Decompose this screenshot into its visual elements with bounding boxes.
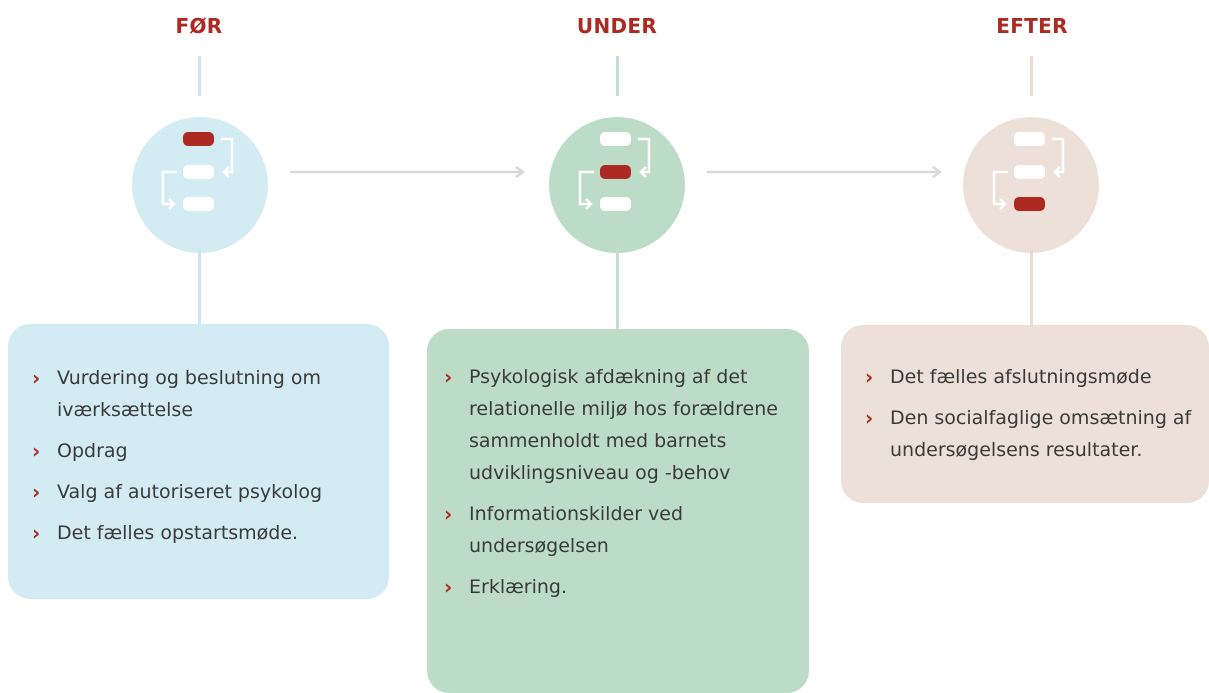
stage-during-card: › Psykologisk afdækning af det relationel… xyxy=(427,329,809,693)
stage-after-card: › Det fælles afslutningsmøde › Den socialf… xyxy=(841,325,1209,503)
chevron-right-icon: › xyxy=(32,521,41,545)
chevron-right-icon: › xyxy=(444,575,453,599)
chevron-right-icon: › xyxy=(32,366,41,390)
chevron-right-icon: › xyxy=(32,439,41,463)
list-item: › Det fælles afslutningsmøde xyxy=(865,361,1203,393)
chevron-right-icon: › xyxy=(32,480,41,504)
chevron-right-icon: › xyxy=(865,365,874,389)
stage-before-bottom-line xyxy=(198,247,201,324)
chevron-right-icon: › xyxy=(865,406,874,430)
list-item-text: Psykologisk afdækning af det relationell… xyxy=(469,366,778,484)
chevron-right-icon: › xyxy=(444,365,453,389)
list-item-text: Erklæring. xyxy=(469,576,567,598)
list-item-text: Opdrag xyxy=(57,440,128,462)
stage-after-top-line xyxy=(1030,56,1033,96)
workflow-step-1-icon xyxy=(132,117,268,253)
list-item-text: Den socialfaglige omsætning af undersøge… xyxy=(890,407,1192,461)
list-item-text: Informationskilder ved undersøgelsen xyxy=(469,503,684,557)
connector-arrow xyxy=(707,165,943,179)
list-item-text: Vurdering og beslutning om iværksættelse xyxy=(57,367,321,421)
stage-title-during: UNDER xyxy=(576,14,658,38)
list-item: › Valg af autoriseret psykolog xyxy=(32,476,367,508)
list-item-text: Det fælles afslutningsmøde xyxy=(890,366,1152,388)
workflow-step-2-icon xyxy=(549,117,685,253)
list-item-text: Det fælles opstartsmøde. xyxy=(57,522,299,544)
stage-during-bottom-line xyxy=(616,247,619,329)
stage-title-after: EFTER xyxy=(996,14,1068,38)
stage-during-top-line xyxy=(616,56,619,96)
stage-before-card: › Vurdering og beslutning om iværksættels… xyxy=(8,324,389,599)
list-item: › Opdrag xyxy=(32,435,367,467)
list-item: › Informationskilder ved undersøgelsen xyxy=(444,498,795,562)
chevron-right-icon: › xyxy=(444,502,453,526)
list-item: › Den socialfaglige omsætning af undersøg… xyxy=(865,402,1203,466)
stage-before-top-line xyxy=(198,56,201,96)
stage-title-before: FØR xyxy=(175,14,223,38)
list-item: › Erklæring. xyxy=(444,571,795,603)
list-item: › Vurdering og beslutning om iværksættels… xyxy=(32,362,367,426)
connector-arrow xyxy=(290,165,526,179)
list-item: › Det fælles opstartsmøde. xyxy=(32,517,367,549)
stage-after-bottom-line xyxy=(1030,247,1033,325)
list-item-text: Valg af autoriseret psykolog xyxy=(57,481,323,503)
workflow-step-3-icon xyxy=(963,117,1099,253)
list-item: › Psykologisk afdækning af det relationel… xyxy=(444,361,795,489)
